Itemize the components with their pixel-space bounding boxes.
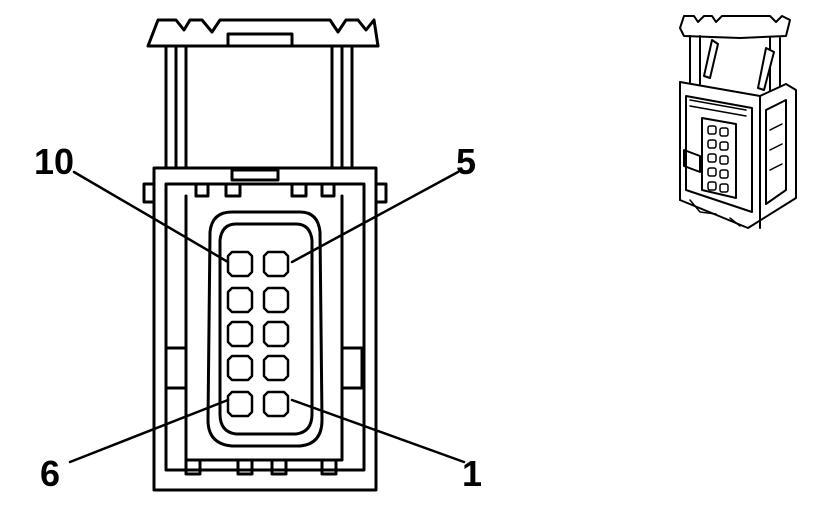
connector-isometric-view	[679, 15, 797, 229]
connector-top-latch	[146, 18, 380, 170]
cavity-pin-9	[226, 286, 254, 314]
cavity-pin-4	[262, 286, 290, 314]
cavity-pin-2	[262, 354, 290, 382]
leader-line-10	[72, 170, 230, 264]
cavity-pin-5	[262, 250, 290, 278]
pin-label-6: 6	[40, 453, 61, 494]
pin-cavities	[226, 250, 290, 418]
pin-label-5: 5	[456, 141, 477, 182]
pin-label-10: 10	[34, 141, 75, 182]
leader-line-6	[68, 398, 230, 464]
cavity-pin-8	[226, 320, 254, 348]
cavity-pin-1	[262, 390, 290, 418]
leader-lines	[68, 170, 466, 464]
cavity-pin-6	[226, 390, 254, 418]
cavity-pin-10	[226, 250, 254, 278]
cavity-pin-3	[262, 320, 290, 348]
leader-line-1	[290, 398, 466, 464]
cavity-pin-7	[226, 354, 254, 382]
pin-label-1: 1	[462, 453, 483, 494]
leader-line-5	[290, 170, 460, 264]
